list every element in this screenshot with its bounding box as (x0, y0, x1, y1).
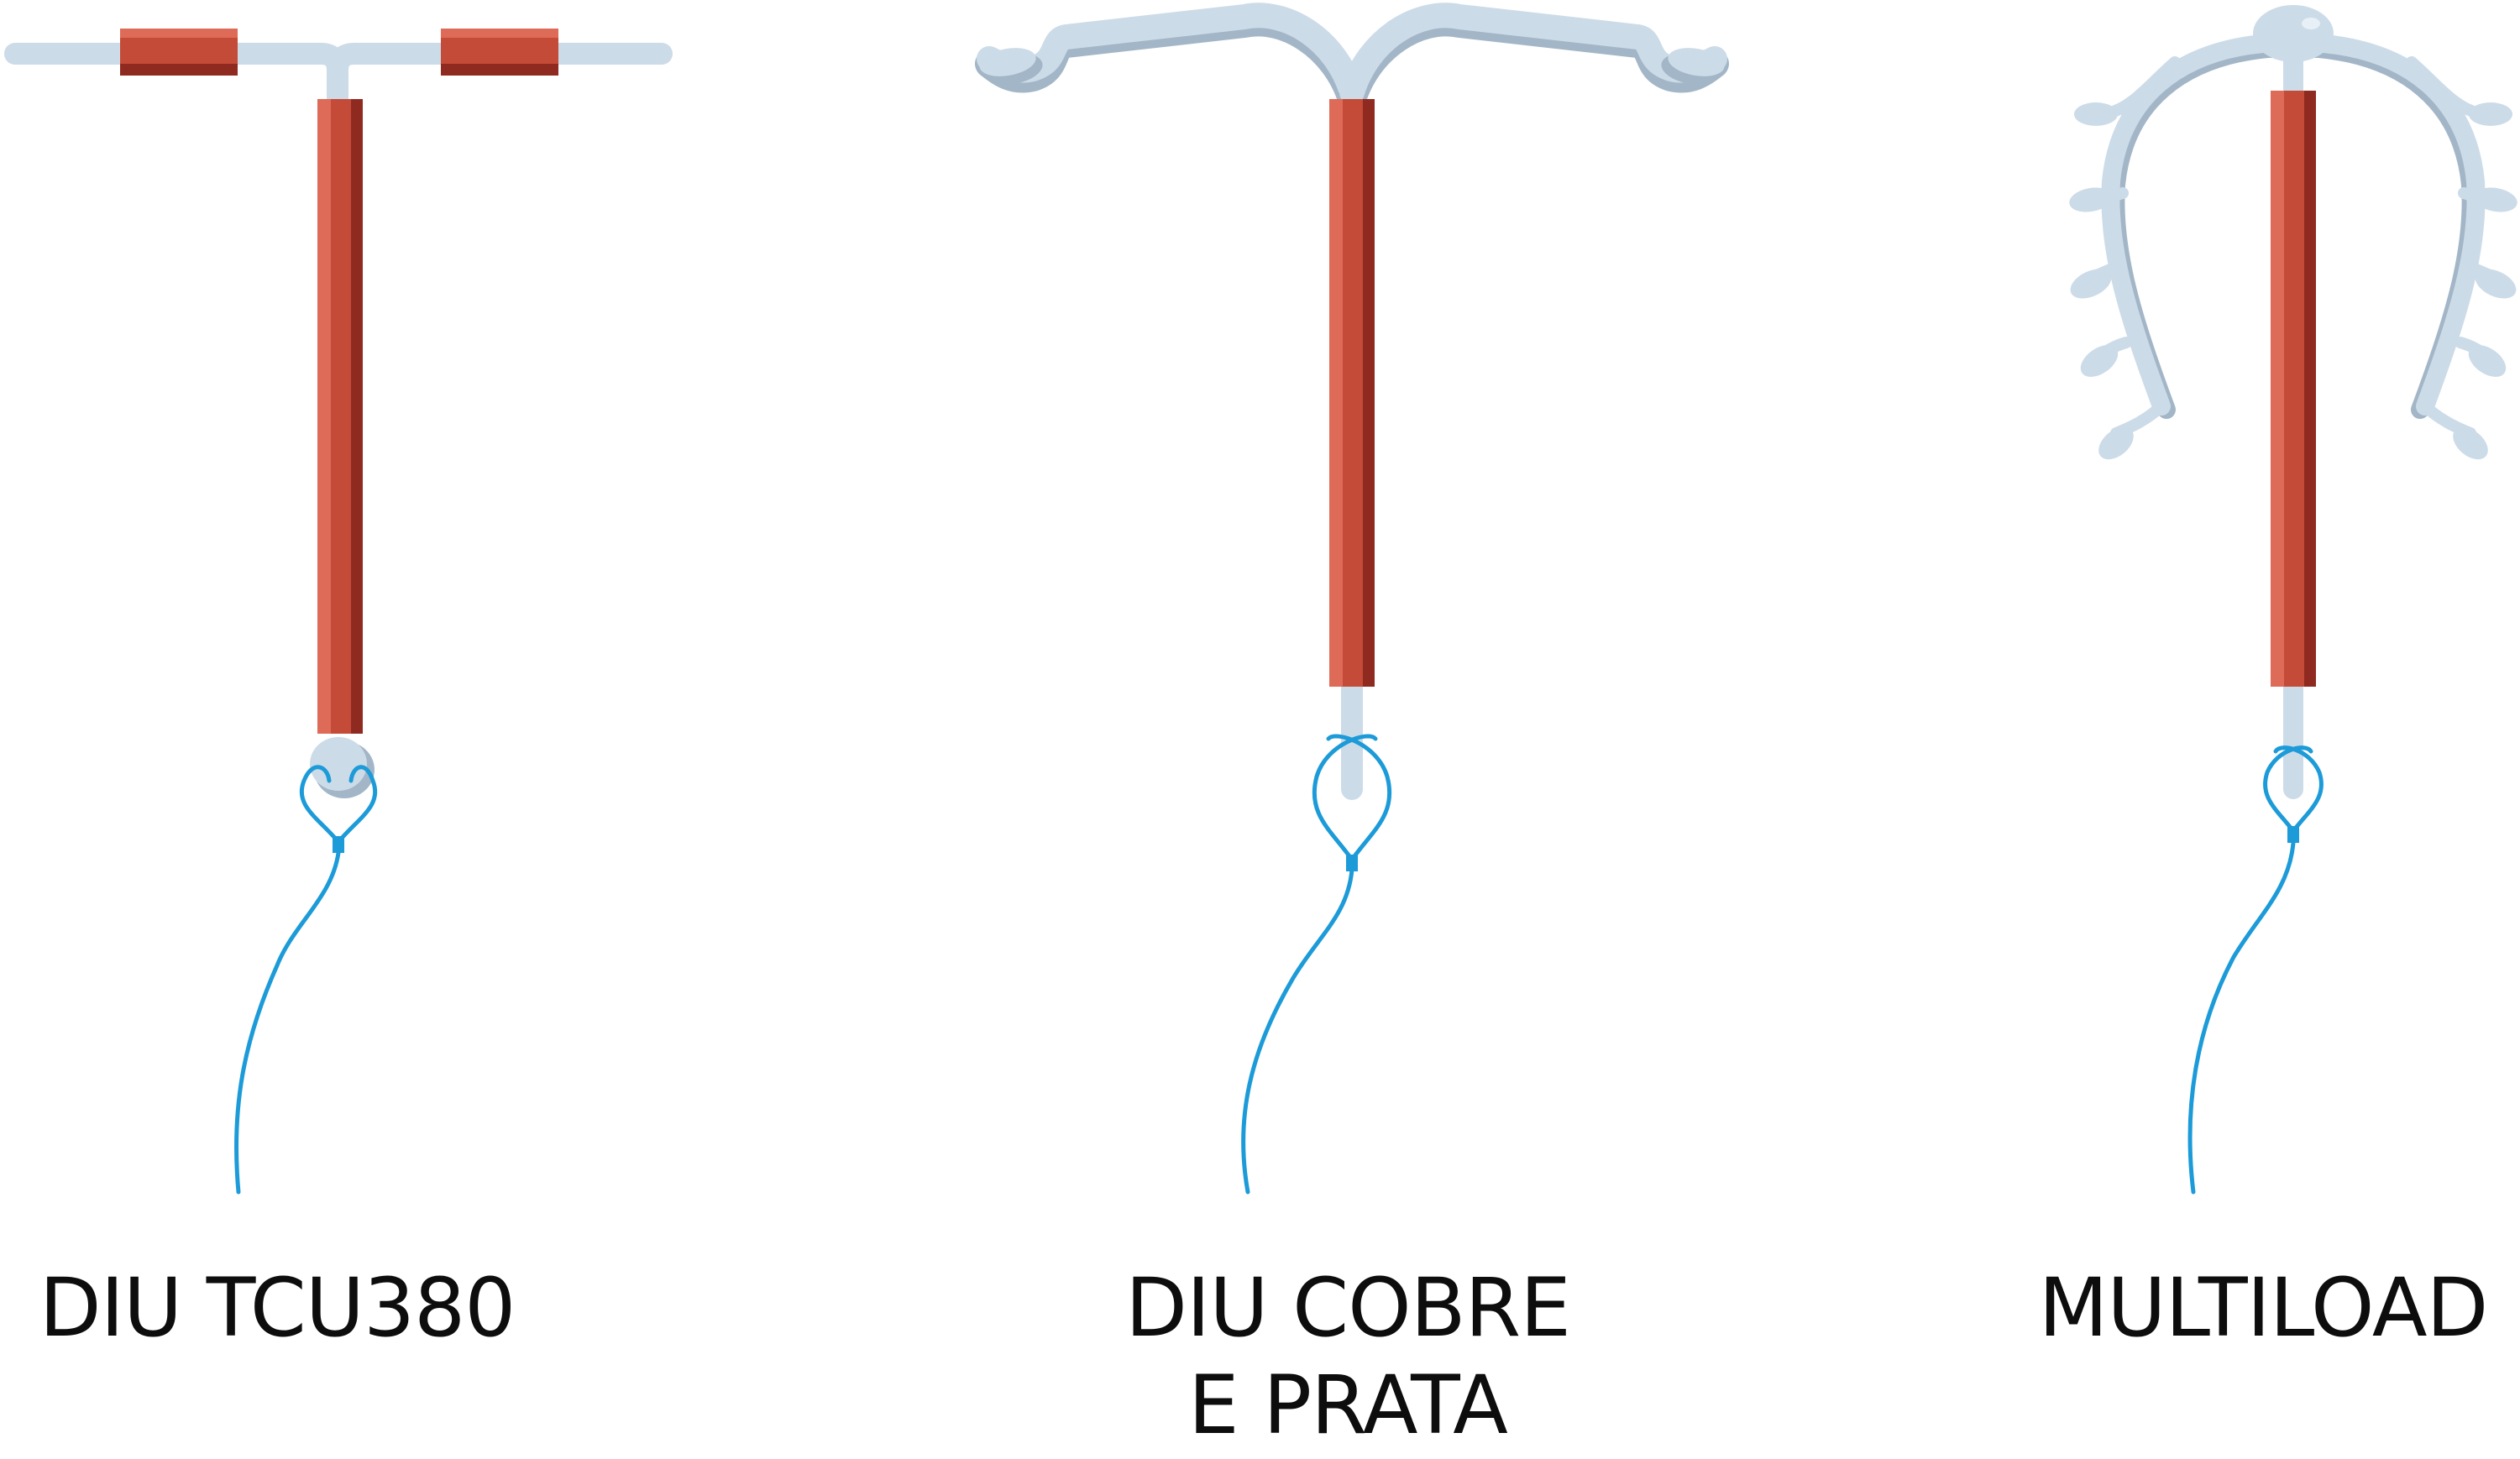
label-line: DIU COBRE (1125, 1261, 1571, 1355)
label-line: DIU TCU380 (39, 1261, 516, 1355)
stem-copper-sleeve (2271, 91, 2316, 687)
label-line: MULTILOAD (2038, 1261, 2489, 1355)
stem-copper-sleeve (317, 99, 363, 734)
left-fins (2069, 56, 2181, 460)
iud-multiload-icon (2069, 5, 2517, 1195)
right-fins (2406, 56, 2517, 460)
device-label-tcu380: DIU TCU380 (17, 1259, 537, 1357)
iud-copper-silver-icon (975, 3, 1729, 1195)
label-line: E PRATA (1188, 1358, 1508, 1452)
stem-copper-sleeve (1329, 99, 1375, 687)
arm-copper-sleeve-right (441, 29, 558, 76)
device-label-copper-silver: DIU COBRE E PRATA (1096, 1259, 1600, 1454)
device-label-multiload: MULTILOAD (2015, 1259, 2511, 1357)
iud-tcu380-icon (4, 29, 673, 1195)
arm-copper-sleeve-left (120, 29, 238, 76)
